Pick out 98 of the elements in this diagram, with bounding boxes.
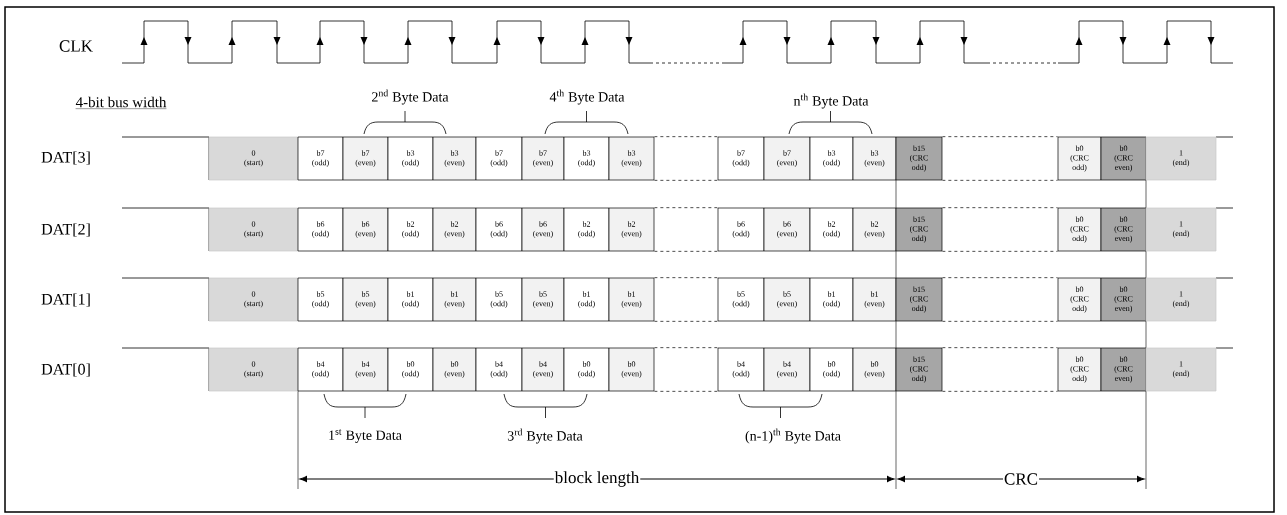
bit-cell: b7 (even) [763, 136, 811, 181]
field-box: 0 (start) [208, 207, 299, 252]
bit-cell: b0 (even) [852, 347, 897, 392]
bit-cell: b6 (odd) [297, 207, 344, 252]
bit-cell: b2 (odd) [387, 207, 434, 252]
signal-line [942, 207, 1058, 208]
brace-label: (n-1)$^{th}$ Byte Data [745, 428, 841, 444]
bit-cell: b7 (even) [521, 136, 565, 181]
bit-cell: b5 (odd) [717, 277, 765, 322]
brace-label: 1$^{st}$ Byte Data [329, 429, 402, 443]
bit-cell: b0 (odd) [563, 347, 610, 392]
signal-line [942, 347, 1058, 348]
field-box: 1 (end) [1145, 277, 1217, 322]
field-box: 1 (end) [1145, 347, 1217, 392]
field-box: 0 (start) [208, 136, 299, 181]
signal-label: DAT[1] [41, 293, 90, 307]
bit-cell: b5 (even) [342, 277, 389, 322]
bit-cell: b2 (odd) [809, 207, 854, 252]
field-box: 0 (start) [208, 347, 299, 392]
signal-label: DAT[0] [41, 363, 90, 377]
signal-line [942, 136, 1058, 137]
bit-cell: b2 (odd) [563, 207, 610, 252]
bit-cell: b6 (even) [763, 207, 811, 252]
signal-line [942, 277, 1058, 278]
bit-cell: b0 (CRC odd) [1057, 136, 1102, 181]
signal-label: CLK [59, 40, 93, 52]
signal-label: DAT[3] [41, 151, 90, 165]
signal-line [942, 391, 1058, 392]
signal-label: DAT[2] [41, 223, 90, 237]
brace-label: 2$^{nd}$ Byte Data [372, 89, 449, 105]
bit-cell: b4 (odd) [297, 347, 344, 392]
bit-cell: b1 (odd) [563, 277, 610, 322]
signal-line [654, 136, 718, 137]
bit-cell: b1 (even) [608, 277, 655, 322]
bit-cell: b3 (odd) [809, 136, 854, 181]
bit-cell: b6 (even) [521, 207, 565, 252]
bit-cell: b6 (even) [342, 207, 389, 252]
dimension-label: block length [553, 470, 641, 488]
bit-cell: b5 (odd) [475, 277, 523, 322]
bit-cell: b1 (odd) [809, 277, 854, 322]
bit-cell: b0 (CRC odd) [1057, 277, 1102, 322]
bit-cell: b15 (CRC odd) [895, 207, 943, 252]
bit-cell: b4 (odd) [475, 347, 523, 392]
bit-cell: b4 (even) [763, 347, 811, 392]
bit-cell: b4 (even) [521, 347, 565, 392]
bit-cell: b5 (even) [763, 277, 811, 322]
bit-cell: b3 (odd) [563, 136, 610, 181]
bit-cell: b7 (odd) [297, 136, 344, 181]
signal-line [942, 321, 1058, 322]
bit-cell: b0 (even) [432, 347, 477, 392]
bit-cell: b1 (odd) [387, 277, 434, 322]
bit-cell: b15 (CRC odd) [895, 136, 943, 181]
bit-cell: b15 (CRC odd) [895, 277, 943, 322]
bit-cell: b0 (CRC odd) [1057, 347, 1102, 392]
dimension-label: CRC [1003, 472, 1039, 486]
bit-cell: b1 (even) [432, 277, 477, 322]
bit-cell: b0 (CRC even) [1100, 277, 1147, 322]
bit-cell: b6 (odd) [717, 207, 765, 252]
signal-line [654, 251, 718, 252]
signal-line [654, 391, 718, 392]
signal-line [942, 180, 1058, 181]
signal-line [942, 251, 1058, 252]
bit-cell: b0 (CRC even) [1100, 207, 1147, 252]
brace-label: 3$^{rd}$ Byte Data [507, 428, 583, 444]
bit-cell: b6 (odd) [475, 207, 523, 252]
signal-line [654, 347, 718, 348]
bit-cell: b4 (even) [342, 347, 389, 392]
bit-cell: b15 (CRC odd) [895, 347, 943, 392]
signal-line [654, 207, 718, 208]
brace-label: 4$^{th}$ Byte Data [549, 89, 625, 105]
bit-cell: b3 (even) [432, 136, 477, 181]
bit-cell: b7 (odd) [717, 136, 765, 181]
signal-line [654, 277, 718, 278]
bit-cell: b0 (odd) [387, 347, 434, 392]
bit-cell: b3 (odd) [387, 136, 434, 181]
signal-line [654, 321, 718, 322]
bit-cell: b3 (even) [608, 136, 655, 181]
bit-cell: b7 (odd) [475, 136, 523, 181]
bit-cell: b0 (even) [608, 347, 655, 392]
field-box: 1 (end) [1145, 136, 1217, 181]
bit-cell: b0 (CRC odd) [1057, 207, 1102, 252]
bit-cell: b3 (even) [852, 136, 897, 181]
bit-cell: b2 (even) [852, 207, 897, 252]
bit-cell: b2 (even) [432, 207, 477, 252]
bit-cell: b0 (CRC even) [1100, 347, 1147, 392]
field-box: 0 (start) [208, 277, 299, 322]
signal-line [654, 180, 718, 181]
bit-cell: b0 (odd) [809, 347, 854, 392]
bus-width-label: 4-bit bus width [75, 96, 167, 109]
bit-cell: b5 (odd) [297, 277, 344, 322]
bit-cell: b2 (even) [608, 207, 655, 252]
bit-cell: b5 (even) [521, 277, 565, 322]
bit-cell: b0 (CRC even) [1100, 136, 1147, 181]
bit-cell: b4 (odd) [717, 347, 765, 392]
bit-cell: b1 (even) [852, 277, 897, 322]
field-box: 1 (end) [1145, 207, 1217, 252]
brace-label: n$^{th}$ Byte Data [793, 93, 869, 109]
bit-cell: b7 (even) [342, 136, 389, 181]
